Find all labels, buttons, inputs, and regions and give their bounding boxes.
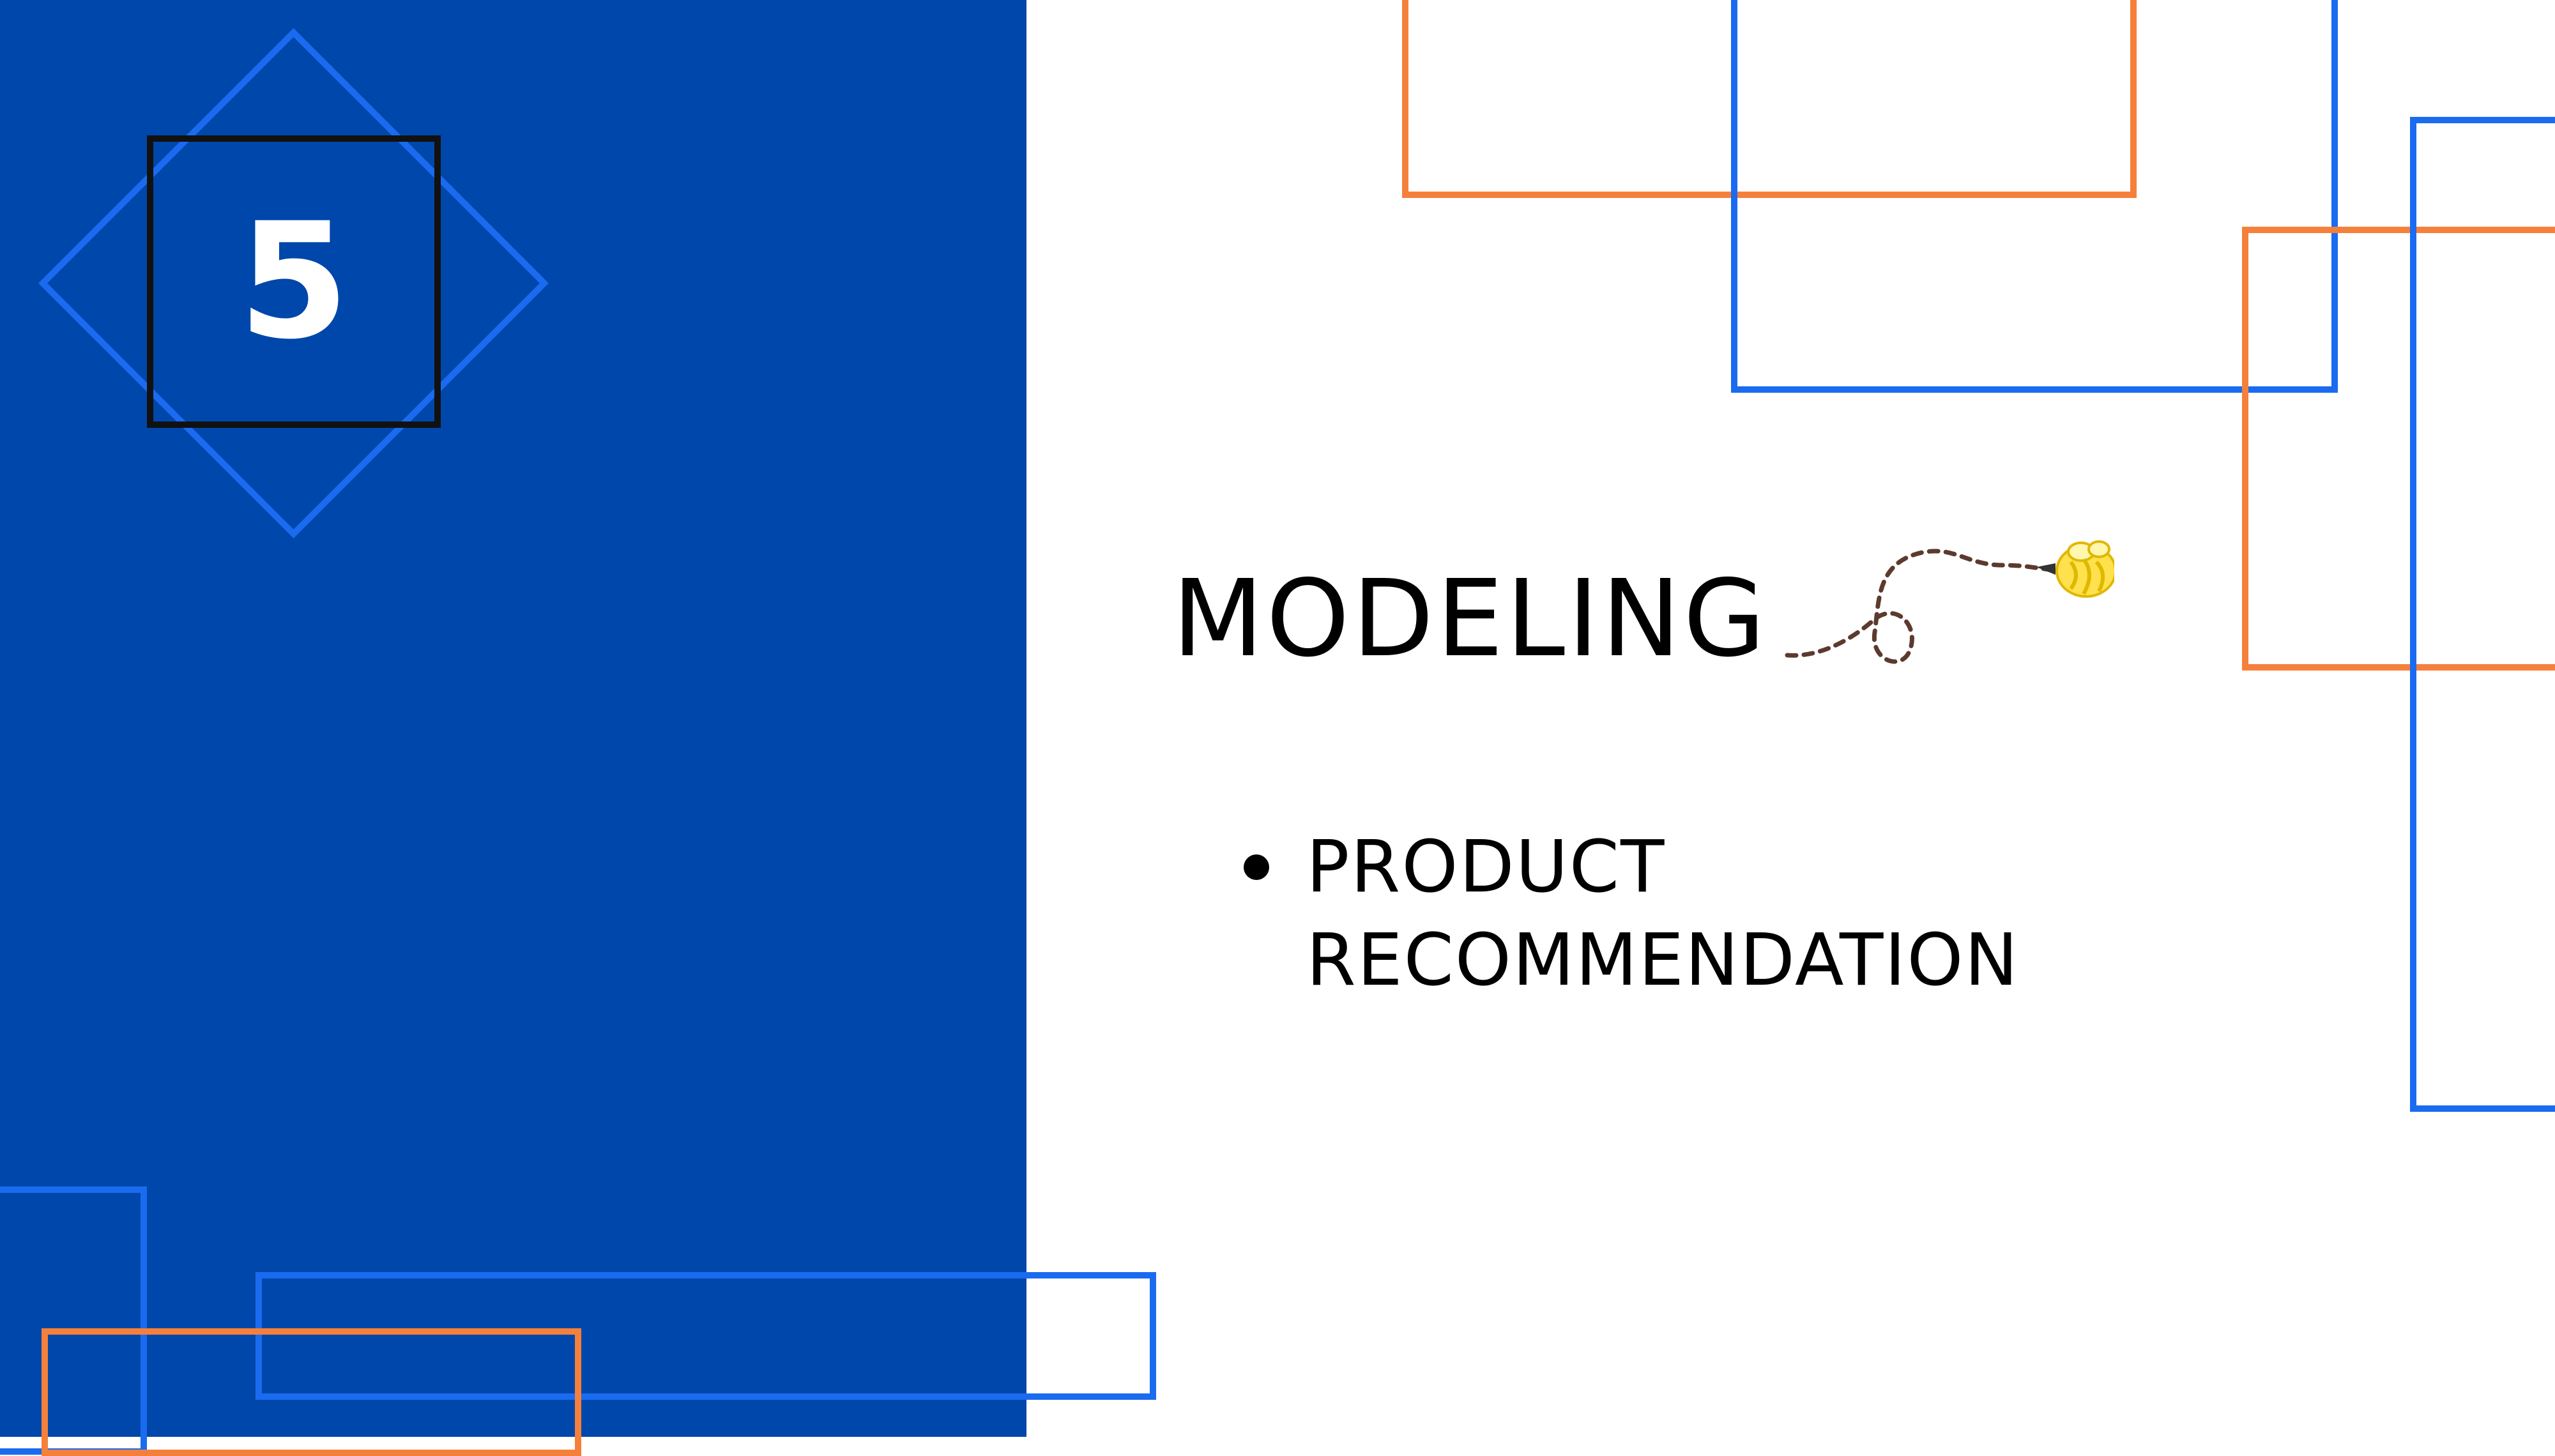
left-blue-panel: [0, 0, 1026, 1437]
deco-frame-orange-top: [1402, 0, 2137, 198]
deco-frame-orange-right: [2242, 227, 2555, 671]
deco-frame-orange-bottom: [42, 1328, 581, 1456]
dashed-flight-path: [1785, 549, 2053, 664]
bee-trail-graphic: [1785, 540, 2114, 664]
deco-frame-blue-top: [1731, 0, 2338, 393]
badge-square-outline: [147, 135, 441, 428]
bullet-dot: [1244, 854, 1269, 880]
slide-number: 5: [238, 188, 349, 374]
slide-title: MODELING: [1172, 557, 1768, 681]
deco-frame-blue-right: [2410, 117, 2555, 1112]
bullet-item-product-recommendation: PRODUCT RECOMMENDATION: [1306, 826, 2020, 1002]
bee-icon: [2036, 540, 2114, 598]
deco-frame-blue-bottom-wide: [256, 1272, 1156, 1400]
